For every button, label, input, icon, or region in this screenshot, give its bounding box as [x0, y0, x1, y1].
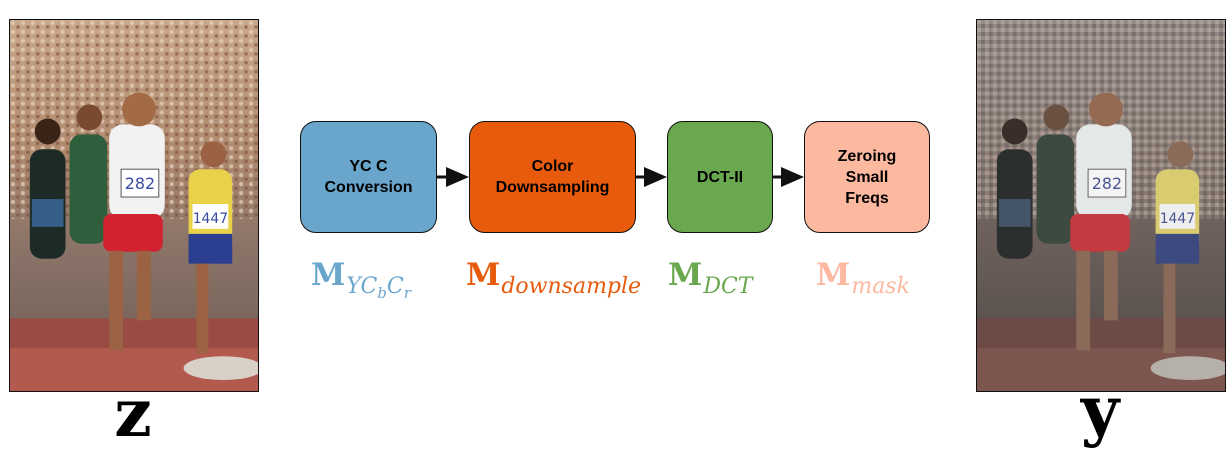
- stage-line: YC C: [349, 158, 388, 175]
- operator-downsample: Mdownsample: [466, 257, 642, 299]
- operator-symbol: M: [311, 257, 346, 293]
- operator-subscript: DCT: [703, 274, 753, 299]
- output-image: 282 1447: [976, 19, 1226, 392]
- dct-ii-stage: DCT-II: [667, 121, 773, 233]
- svg-text:1447: 1447: [1160, 211, 1195, 227]
- stage-line: Downsampling: [495, 179, 610, 196]
- operator-ycbcr: MYCbCr: [311, 257, 411, 302]
- operator-subsubscript: r: [403, 284, 411, 302]
- arrow-2-head: [644, 167, 667, 187]
- operator-subscript-part: YC: [346, 274, 378, 299]
- input-label: z: [114, 374, 152, 452]
- operator-subscript: mask: [851, 274, 910, 299]
- output-label: y: [1080, 371, 1120, 449]
- stage-line: DCT-II: [696, 168, 744, 186]
- stage-line: Small: [845, 168, 889, 186]
- operator-subscript: downsample: [501, 274, 642, 299]
- operator-subscript: YCbCr: [346, 274, 411, 302]
- operator-symbol: M: [466, 257, 501, 293]
- operator-mask: Mmask: [816, 257, 910, 299]
- runners-photo-compressed: 282 1447: [977, 20, 1225, 391]
- stage-line: Color: [531, 158, 574, 175]
- stage-line: Conversion: [324, 179, 413, 196]
- operator-dct: MDCT: [668, 257, 753, 299]
- operator-symbol: M: [668, 257, 703, 293]
- arrow-1-head: [446, 167, 469, 187]
- ycbcr-conversion-stage: YC C Conversion: [300, 121, 437, 233]
- stage-line: Zeroing: [837, 147, 897, 165]
- input-image: 282 1447: [9, 19, 259, 392]
- svg-text:1447: 1447: [193, 211, 228, 227]
- runners-photo-color: 282 1447: [10, 20, 258, 391]
- operator-subsubscript: b: [377, 284, 387, 302]
- color-downsampling-stage: Color Downsampling: [469, 121, 636, 233]
- svg-text:282: 282: [1092, 174, 1122, 193]
- operator-symbol: M: [816, 257, 851, 293]
- arrow-3-head: [781, 167, 804, 187]
- stage-line: Freqs: [845, 189, 889, 207]
- operator-subscript-part: C: [386, 274, 404, 299]
- zeroing-small-freqs-stage: Zeroing Small Freqs: [804, 121, 930, 233]
- svg-text:282: 282: [125, 174, 155, 193]
